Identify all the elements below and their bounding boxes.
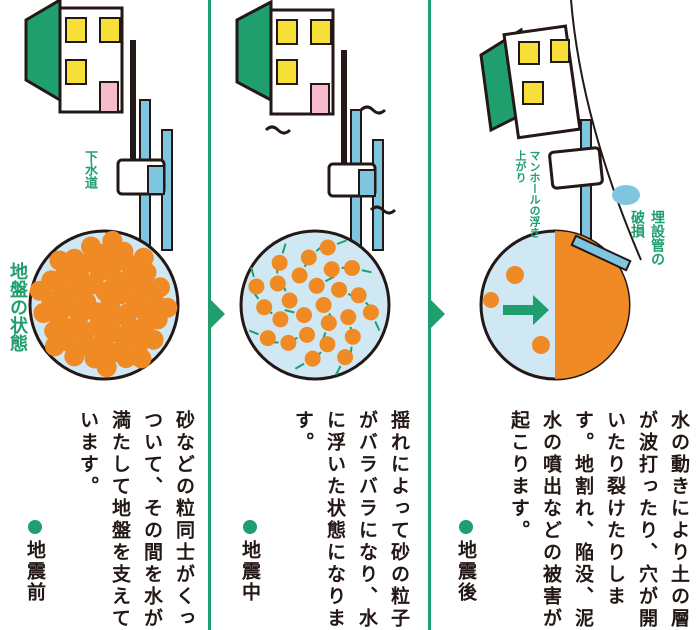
body-during: 揺れによって砂の粒子がバラバラになり、水に浮いた状態になります。 xyxy=(292,410,410,630)
sand-particle xyxy=(281,292,298,309)
divider-2 xyxy=(428,0,431,630)
sand-particle xyxy=(271,254,288,271)
sand-particle xyxy=(344,328,361,345)
heading-during-text: 地震中 xyxy=(239,540,261,603)
sand-particle xyxy=(64,346,85,367)
heading-after: 地震後 xyxy=(453,520,480,603)
sand-particle xyxy=(315,297,332,313)
sand-particle xyxy=(323,261,340,278)
sand-particle xyxy=(280,334,297,351)
bullet-icon xyxy=(459,520,473,534)
arrow-1-icon xyxy=(211,300,225,328)
panel-during: 地震中 揺れによって砂の粒子がバラバラになり、水に浮いた状態になります。 xyxy=(211,0,428,630)
sand-particle xyxy=(308,277,325,294)
motion-arrow xyxy=(335,365,342,376)
motion-arrow xyxy=(294,362,305,370)
panel-after-illustration xyxy=(479,0,642,381)
sand-particle xyxy=(291,267,308,284)
pipe-damage-label: 埋設管の破損 xyxy=(629,210,665,266)
diagram-title: 地盤の状態 xyxy=(7,262,28,352)
sand-particle xyxy=(319,239,336,256)
sand-particle xyxy=(133,247,154,268)
sand-particle xyxy=(304,350,321,367)
heading-during: 地震中 xyxy=(237,520,264,603)
sand-particle xyxy=(49,250,70,271)
sand-particle xyxy=(340,309,357,326)
sand-particle xyxy=(105,270,126,290)
sand-particle xyxy=(67,279,88,300)
panel-after: マンホールの浮き上がり 埋設管の破損 地震後 水の動きにより土の層が波打ったり、… xyxy=(431,0,699,630)
sand-particle xyxy=(362,304,379,321)
sand-particle xyxy=(44,336,65,357)
heading-before-text: 地震前 xyxy=(24,540,46,603)
arrow-2-icon xyxy=(431,300,445,328)
sand-particle xyxy=(150,277,170,298)
sand-particle xyxy=(319,336,336,353)
sand-particle xyxy=(44,320,65,341)
sand-particle xyxy=(300,249,317,266)
sand-particle xyxy=(81,236,101,257)
body-before: 砂などの粒同士がくっついて、その間を水が満たして地盤を支えています。 xyxy=(77,410,195,630)
sand-particle xyxy=(131,348,152,369)
sand-particle xyxy=(337,349,354,366)
manhole-label: マンホールの浮き上がり xyxy=(514,150,541,238)
sand-particle xyxy=(248,278,265,295)
sand-particle xyxy=(259,330,276,347)
sand-particle xyxy=(272,311,289,328)
sand-particle xyxy=(143,329,164,350)
panel-during-illustration xyxy=(235,0,397,381)
sand-particle xyxy=(29,280,50,301)
panel-before: 下水道 地盤の状態 地震前 砂などの粒同士がくっついて、その間を水が満たして地盤… xyxy=(0,0,208,630)
sand-particle xyxy=(64,248,85,269)
bullet-icon xyxy=(243,520,257,534)
sand-particle xyxy=(256,299,273,316)
sand-particle xyxy=(116,348,136,369)
divider-1 xyxy=(208,0,211,630)
sand-particle xyxy=(33,303,54,323)
sand-particle xyxy=(344,260,360,276)
sand-particle xyxy=(157,297,178,318)
motion-arrow xyxy=(361,269,372,274)
sand-particle xyxy=(331,281,348,298)
bullet-icon xyxy=(28,520,42,534)
sand-particle xyxy=(296,307,312,324)
sand-particle xyxy=(102,230,123,251)
heading-before: 地震前 xyxy=(22,520,49,603)
motion-arrow xyxy=(281,243,287,254)
sand-particle xyxy=(269,275,286,292)
sand-particle xyxy=(96,357,117,378)
motion-arrow xyxy=(248,329,259,336)
sewer-label: 下水道 xyxy=(82,150,97,189)
sand-particle xyxy=(320,315,337,331)
body-after: 水の動きにより土の層が波打ったり、穴が開いたり裂けたりします。地割れ、陥没、泥水… xyxy=(508,410,690,630)
panel-before-illustration xyxy=(24,0,180,381)
motion-arrow xyxy=(325,275,335,283)
sand-particle xyxy=(299,326,315,343)
motion-arrow xyxy=(374,320,381,331)
sand-particle xyxy=(350,287,367,304)
motion-arrow xyxy=(284,309,295,314)
motion-arrow xyxy=(250,266,255,278)
motion-arrow xyxy=(336,239,347,245)
heading-after-text: 地震後 xyxy=(455,540,477,603)
